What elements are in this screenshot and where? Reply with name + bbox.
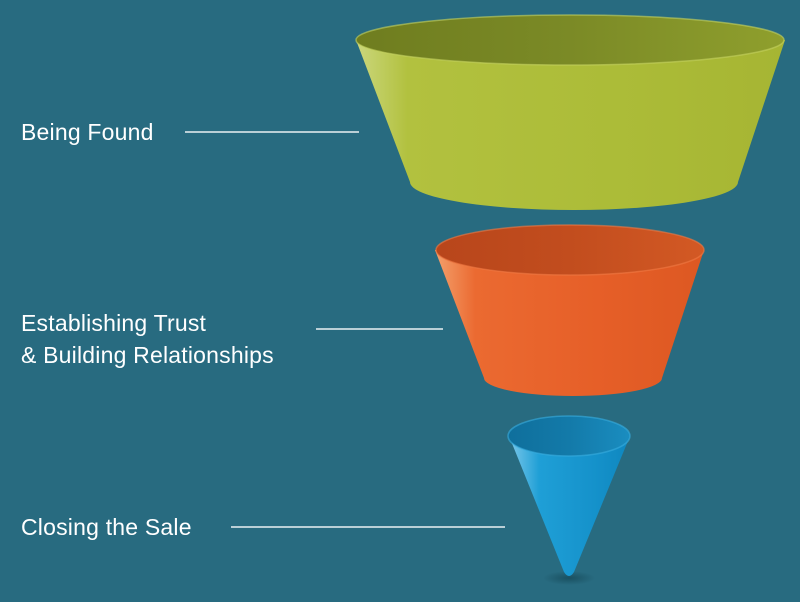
stage-2-label-line-2: & Building Relationships	[21, 342, 274, 368]
stage-3-label-line: Closing the Sale	[21, 514, 192, 540]
stage-2-funnel-segment	[435, 224, 705, 396]
stage-3-funnel-segment	[507, 415, 631, 585]
stage-1-label: Being Found	[21, 116, 154, 148]
stage-2-label-line-1: Establishing Trust	[21, 310, 207, 336]
stage-2-label: Establishing Trust & Building Relationsh…	[21, 307, 274, 371]
stage-1-label-line: Being Found	[21, 119, 154, 145]
stage-3-label: Closing the Sale	[21, 511, 192, 543]
stage-1-funnel-segment	[355, 14, 785, 210]
